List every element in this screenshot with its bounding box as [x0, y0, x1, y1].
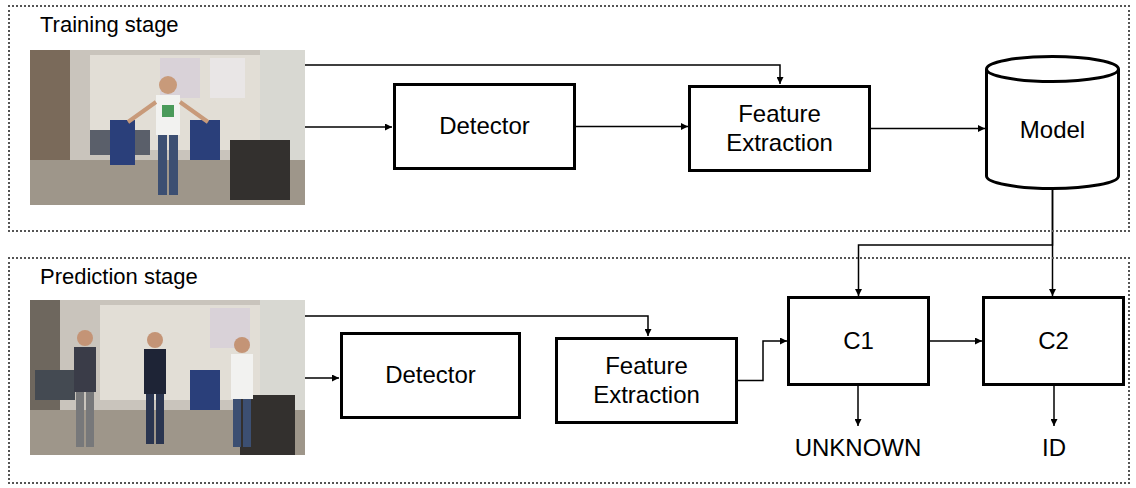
process-box: Detector — [393, 83, 576, 170]
output-label: UNKNOWN — [795, 434, 922, 462]
stage-title: Training stage — [40, 12, 179, 38]
database-cylinder: Model — [985, 55, 1120, 190]
process-box: Feature Extraction — [688, 85, 871, 172]
training-photo — [30, 50, 305, 205]
output-label: ID — [1042, 434, 1066, 462]
stage-title: Prediction stage — [40, 264, 198, 290]
box-label: C2 — [1038, 327, 1069, 356]
input-arrows — [305, 65, 1054, 426]
process-box: Feature Extraction — [555, 337, 738, 424]
classifier-box: C2 — [982, 296, 1125, 386]
box-label: Feature Extraction — [701, 100, 858, 158]
box-label: Detector — [439, 112, 530, 141]
prediction-photo — [30, 300, 305, 455]
box-label: Feature Extraction — [568, 352, 725, 410]
box-label: Model — [1020, 116, 1085, 145]
process-box: Detector — [340, 332, 521, 419]
classifier-box: C1 — [787, 296, 930, 386]
flow-arrow — [738, 341, 787, 381]
box-label: Detector — [385, 361, 476, 390]
flow-arrow — [871, 128, 985, 130]
flow-arrow — [576, 126, 688, 128]
flow-arrow — [1052, 190, 1054, 296]
flow-arrow — [930, 340, 982, 342]
stage-band: Prediction stageDetector Feature Extracti… — [8, 257, 1130, 484]
flow-arrow — [859, 190, 1053, 296]
box-label: C1 — [843, 327, 874, 356]
stage-band: Training stageDetector Feature Extraction… — [8, 5, 1130, 232]
